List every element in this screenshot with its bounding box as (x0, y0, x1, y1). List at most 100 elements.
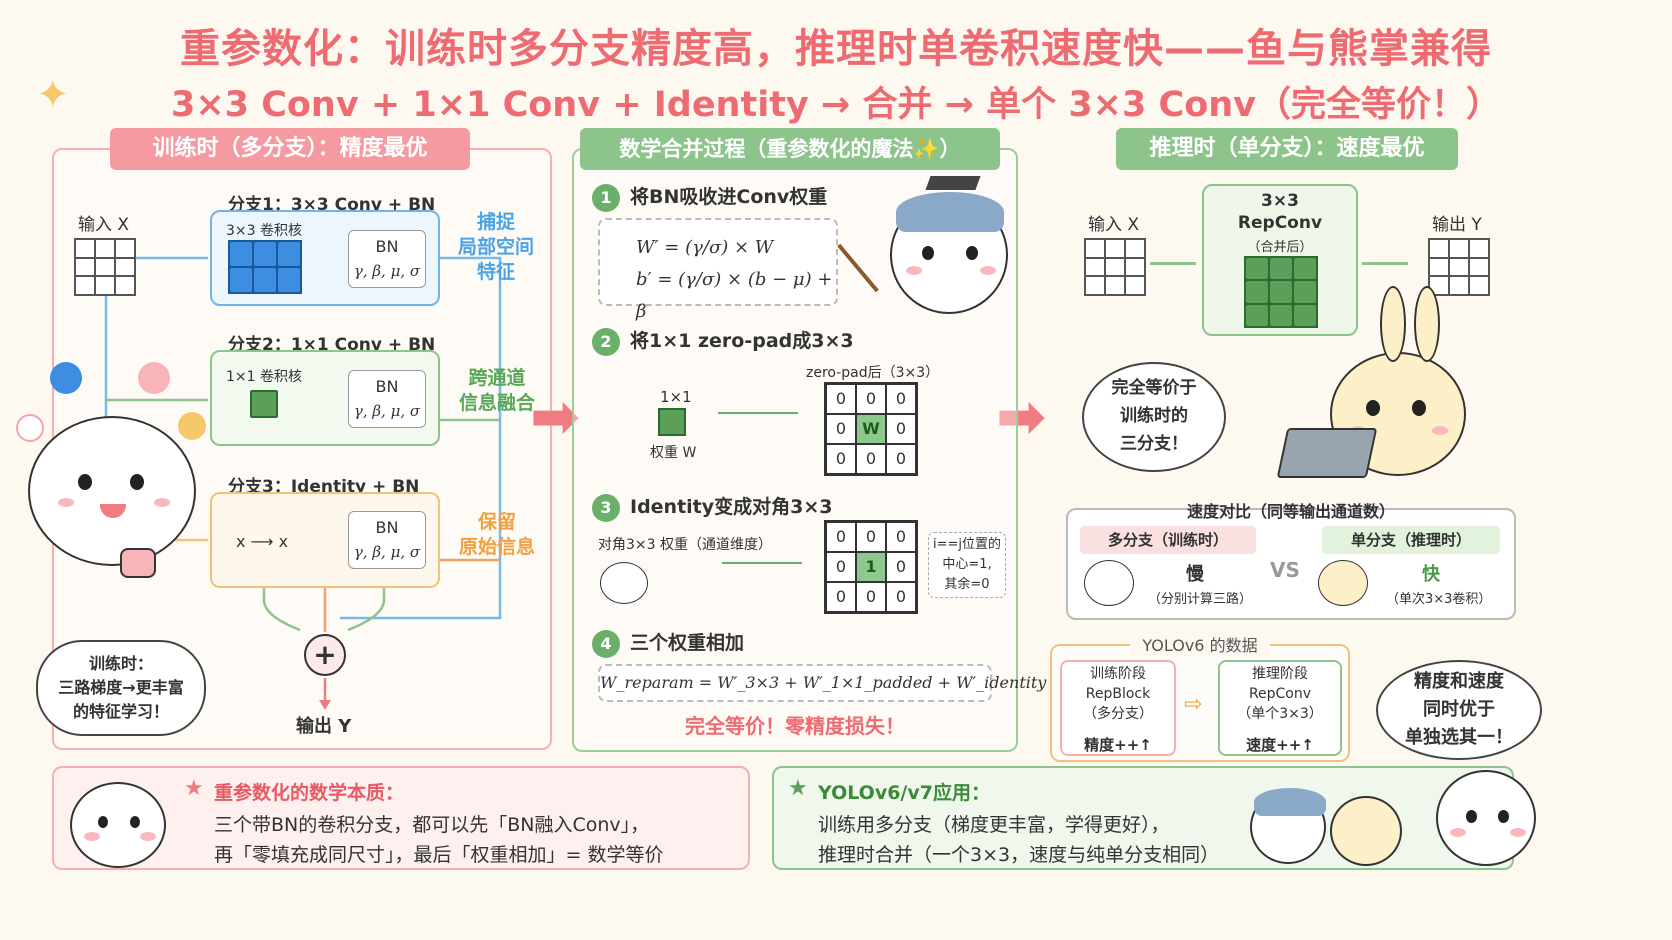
formula-weight: W′ = (γ/σ) × W (636, 237, 774, 258)
branch2-bn-box: BN γ, β, μ, σ (348, 370, 426, 428)
step2-label: 将1×1 zero-pad成3×3 (630, 330, 854, 352)
zero-pad-title: zero-pad后（3×3） (806, 365, 940, 381)
mascot-bear-left (28, 416, 196, 566)
yolo-app-line2: 推理时合并（一个3×3，速度与纯单分支相同） (818, 844, 1220, 866)
conclusion-bubble: 精度和速度 同时优于 单独选其一！ (1376, 660, 1542, 760)
branch1-kernel-label: 3×3 卷积核 (226, 223, 302, 239)
branch2-bn-label: BN (375, 377, 399, 396)
mascot-bear-bottom (70, 782, 166, 868)
branch1-bn-params: γ, β, μ, σ (353, 262, 421, 280)
page-title: 重参数化：训练时多分支精度高，推理时单卷积速度快——鱼与熊掌兼得 (180, 26, 1492, 72)
mascot-bunny-fast (1318, 560, 1368, 606)
page-subtitle: 3×3 Conv + 1×1 Conv + Identity → 合并 → 单个… (170, 85, 1502, 125)
training-bubble: 训练时： 三路梯度→更丰富 的特征学习！ (36, 640, 206, 736)
bn-fold-formula: W′ = (γ/σ) × W b′ = (γ/σ) × (b − μ) + β (598, 218, 838, 322)
branch1-note: 捕捉 局部空间 特征 (457, 211, 534, 283)
mascot-bear-slow (1084, 560, 1134, 606)
bunny-ear-left (1380, 286, 1406, 362)
branch3-bn-params: γ, β, μ, σ (353, 543, 421, 561)
right-input-label: 输入 X (1088, 215, 1140, 235)
step2-number: 2 (592, 328, 620, 356)
arrow-right-2: ➡ (996, 382, 1047, 452)
sum-node: + (304, 634, 346, 676)
branch1-kernel-grid (228, 240, 302, 294)
diag-title: 对角3×3 权重（通道维度） (598, 537, 772, 553)
mascot-group-cat (1250, 788, 1326, 864)
arrow-right-1: ➡ (530, 382, 581, 452)
kernel-1x1-weight-label: 权重 W (650, 445, 697, 461)
step1-number: 1 (592, 184, 620, 212)
right-input-grid (1084, 238, 1146, 296)
bag-icon (120, 548, 156, 578)
math-essence-line2: 再「零填充成同尺寸」，最后「权重相加」= 数学等价 (214, 844, 664, 866)
repconv-subtitle: （合并后） (1247, 240, 1313, 255)
step4-label: 三个权重相加 (630, 632, 745, 654)
stage-arrow: ⇨ (1184, 692, 1203, 717)
train-stage-box (1060, 660, 1176, 756)
formula-bias: b′ = (γ/σ) × (b − μ) + β (636, 269, 833, 322)
branch3-note: 保留 原始信息 (458, 511, 535, 558)
math-essence-box (52, 766, 750, 870)
sum-formula: W_reparam = W′_3×3 + W′_1×1_padded + W′_… (598, 664, 1046, 702)
vs-label: VS (1270, 558, 1300, 582)
branch1-bn-box: BN γ, β, μ, σ (348, 230, 426, 288)
mascot-teacher (890, 192, 1008, 314)
repconv-grid (1244, 256, 1318, 328)
single-branch-note: （单次3×3卷积） (1386, 592, 1492, 607)
single-branch-label: 单分支（推理时） (1322, 526, 1500, 554)
multi-branch-note: （分别计算三路） (1148, 592, 1253, 607)
step2-title: 2 将1×1 zero-pad成3×3 (592, 326, 854, 356)
yolo-app-line1: 训练用多分支（梯度更丰富，学得更好）， (818, 814, 1170, 836)
step1-title: 1 将BN吸收进Conv权重 (592, 182, 827, 212)
math-essence-title: 重参数化的数学本质： (214, 782, 405, 804)
step4-number: 4 (592, 630, 620, 658)
step4-title: 4 三个权重相加 (592, 628, 744, 658)
star-icon-green: ★ (788, 776, 808, 801)
yolo-data-title: YOLOv6 的数据 (1130, 632, 1270, 656)
right-output-grid (1428, 238, 1490, 296)
graduation-cap-icon (925, 176, 981, 190)
inference-panel-title: 推理时（单分支）：速度最优 (1116, 128, 1458, 170)
laptop-icon (1276, 428, 1378, 478)
sparkle-icon: ✦ (36, 72, 70, 118)
kernel-1x1-label: 1×1 (660, 388, 692, 406)
star-icon-pink: ★ (184, 776, 204, 801)
branch3-identity: x ⟶ x (236, 532, 289, 551)
mascot-small-middle (600, 562, 648, 604)
diag-arrow (722, 562, 802, 564)
diag-note: i==j位置的 中心=1, 其余=0 (928, 532, 1006, 598)
step1-label: 将BN吸收进Conv权重 (630, 186, 828, 208)
multi-branch-label: 多分支（训练时） (1080, 526, 1256, 554)
train-stage-accuracy: 精度++↑ (1084, 736, 1152, 754)
input-label: 输入 X (78, 215, 130, 235)
bunny-ear-right (1414, 286, 1440, 362)
branch2-bn-params: γ, β, μ, σ (353, 402, 421, 420)
multi-branch-speed: 慢 (1186, 564, 1204, 585)
infer-stage-box (1218, 660, 1342, 756)
branch2-kernel-cell (250, 390, 278, 418)
infer-stage-text: 推理阶段 RepConv （单个3×3） (1237, 666, 1323, 722)
repconv-title: 3×3 RepConv (1237, 191, 1323, 233)
step3-label: Identity变成对角3×3 (630, 496, 833, 518)
right-output-label: 输出 Y (1432, 215, 1482, 235)
branch2-kernel-label: 1×1 卷积核 (226, 369, 302, 385)
step3-number: 3 (592, 494, 620, 522)
equivalence-text: 完全等价！零精度损失！ (685, 714, 905, 738)
speed-compare-title: 速度对比（同等输出通道数） (1186, 502, 1395, 521)
training-panel-title: 训练时（多分支）：精度最优 (110, 128, 470, 170)
branch3-bn-label: BN (375, 518, 399, 537)
mascot-bunny (1330, 352, 1466, 476)
kernel-1x1-cell (658, 408, 686, 436)
yolo-app-title: YOLOv6/v7应用： (818, 782, 990, 804)
branch1-bn-label: BN (375, 237, 399, 256)
branch2-note: 跨通道 信息融合 (458, 367, 535, 414)
right-arrow-in (1150, 262, 1196, 265)
merge-panel-title: 数学合并过程（重参数化的魔法✨） (580, 128, 1000, 170)
branch3-bn-box: BN γ, β, μ, σ (348, 511, 426, 569)
pad-arrow (718, 412, 798, 414)
input-grid (74, 238, 136, 296)
mascot-group-bunny (1330, 796, 1402, 866)
step3-title: 3 Identity变成对角3×3 (592, 492, 833, 522)
